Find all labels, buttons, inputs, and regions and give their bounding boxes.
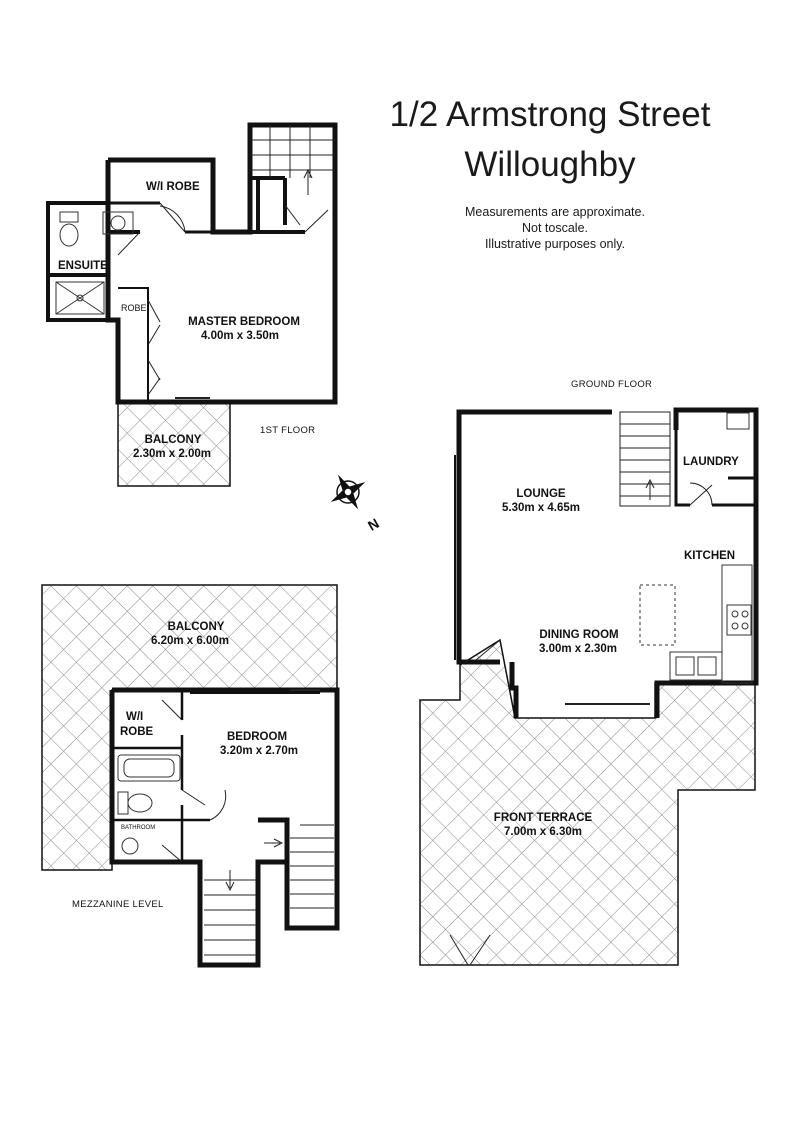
first-floor-balcony-area — [117, 401, 231, 487]
mezzanine-stairs — [204, 824, 334, 956]
stair-enclosure — [250, 176, 305, 234]
compass-rose — [330, 474, 366, 510]
lounge-label: LOUNGE — [516, 488, 566, 500]
laundry-label: LAUNDRY — [683, 456, 739, 468]
front-terrace-area — [419, 638, 756, 966]
first-floor-balcony-size: 2.30m x 2.00m — [133, 448, 211, 460]
note-approximate: Measurements are approximate. — [465, 205, 645, 219]
mezzanine-balcony-label: BALCONY — [168, 621, 225, 633]
bathroom-fixtures — [117, 754, 181, 855]
wi-robe-walls — [108, 201, 213, 234]
ensuite-fixtures — [55, 211, 134, 315]
laundry-walls — [674, 430, 756, 507]
plan-title-suburb: Willoughby — [464, 145, 636, 184]
laundry-tub-icon — [726, 412, 750, 430]
ground-floor-doors — [449, 482, 713, 966]
kitchen-label: KITCHEN — [684, 550, 735, 562]
mezzanine-bedroom-size: 3.20m x 2.70m — [220, 745, 298, 757]
mezzanine-bedroom-label: BEDROOM — [227, 731, 287, 743]
dining-room-size: 3.00m x 2.30m — [539, 643, 617, 655]
ensuite-walls — [46, 201, 140, 322]
plan-title-address: 1/2 Armstrong Street — [389, 95, 711, 134]
note-scale: Not toscale. — [521, 221, 588, 235]
mezzanine-plan: BALCONY 6.20m x 6.00m W/I ROBE BEDROOM 3… — [41, 584, 340, 968]
wi-robe-label: W/I ROBE — [146, 181, 200, 193]
first-floor-doors — [117, 202, 329, 399]
compass-north-letter: N — [365, 515, 382, 534]
first-floor-balcony-label: BALCONY — [145, 434, 202, 446]
robe-label: ROBE — [121, 303, 147, 313]
ground-floor-outer-walls — [456, 407, 759, 718]
note-illustrative: Illustrative purposes only. — [484, 237, 626, 251]
robe-walls — [118, 287, 149, 402]
first-floor-plan: W/I ROBE ENSUITE ROBE MASTER BEDROOM 4.0… — [46, 122, 338, 487]
kitchen-fixtures — [639, 564, 753, 684]
first-floor-stairs — [250, 125, 335, 195]
ensuite-label: ENSUITE — [58, 260, 108, 272]
mezzanine-wi-label: W/I — [126, 711, 143, 723]
front-terrace-label: FRONT TERRACE — [494, 812, 593, 824]
mezzanine-doors — [161, 689, 320, 863]
dining-room-label: DINING ROOM — [539, 629, 618, 641]
ground-floor-plan: LAUNDRY LOUNGE 5.30m x 4.65m KITCHEN DIN… — [419, 379, 759, 966]
first-floor-level-label: 1ST FLOOR — [260, 425, 315, 436]
front-terrace-size: 7.00m x 6.30m — [504, 826, 582, 838]
ground-floor-level-label: GROUND FLOOR — [571, 379, 652, 390]
mezzanine-inner-walls — [112, 690, 210, 862]
first-floor-outer-walls — [105, 122, 338, 405]
lounge-size: 5.30m x 4.65m — [502, 502, 580, 514]
ground-floor-stairs — [619, 411, 671, 507]
master-bedroom-label: MASTER BEDROOM — [188, 316, 300, 328]
mezzanine-level-label: MEZZANINE LEVEL — [72, 899, 164, 910]
mezzanine-bathroom-label: BATHROOM — [121, 825, 155, 831]
mezzanine-robe-label: ROBE — [120, 726, 154, 738]
master-bedroom-size: 4.00m x 3.50m — [201, 330, 279, 342]
mezzanine-balcony-size: 6.20m x 6.00m — [151, 635, 229, 647]
